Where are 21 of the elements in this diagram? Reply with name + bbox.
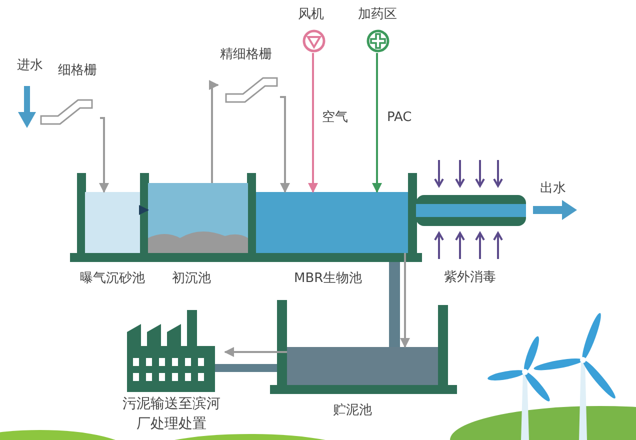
arrow	[400, 253, 410, 348]
node-label: 污泥输送至滨河厂处理处置	[122, 395, 222, 434]
node-label: 加药区	[358, 6, 397, 23]
arrow	[99, 117, 109, 193]
arrow	[372, 53, 382, 193]
node-label: MBR生物池	[294, 270, 362, 287]
node-label: 细格栅	[58, 62, 97, 79]
node-label: 紫外消毒	[444, 269, 496, 286]
label-text: 出水	[540, 180, 566, 197]
node-label: 初沉池	[172, 270, 211, 287]
node-label: 贮泥池	[333, 402, 372, 419]
edge-label: 空气	[321, 110, 349, 126]
node-label: 风机	[298, 6, 324, 23]
arrow	[209, 80, 219, 183]
arrow	[139, 205, 149, 215]
node-label: 精细格栅	[220, 46, 272, 63]
node-label: 曝气沉砂池	[80, 270, 145, 287]
arrow	[280, 96, 290, 193]
arrow	[308, 53, 318, 193]
label-text: 进水	[17, 57, 43, 74]
arrow	[224, 347, 287, 357]
